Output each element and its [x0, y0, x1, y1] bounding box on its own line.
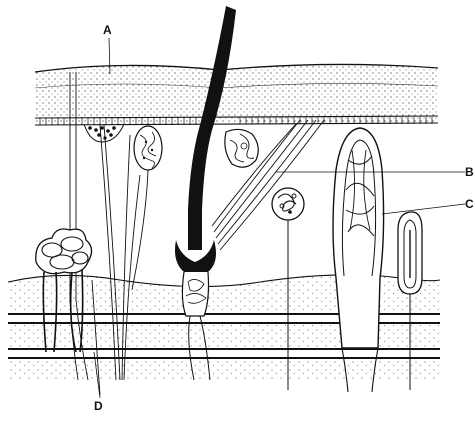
epidermis-layer	[35, 64, 438, 125]
label-c: C	[465, 198, 474, 210]
label-b: B	[465, 166, 474, 178]
label-d: D	[94, 400, 103, 412]
sebaceous-gland	[225, 129, 258, 167]
label-a: A	[103, 24, 112, 36]
hair-shaft	[188, 6, 236, 250]
